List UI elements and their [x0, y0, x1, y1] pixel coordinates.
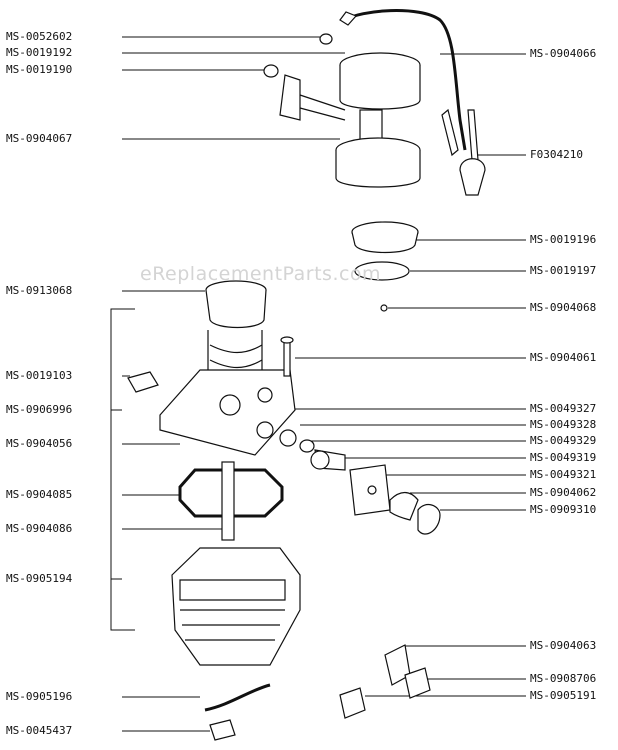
bracket-plate [279, 74, 301, 121]
head-body [339, 65, 421, 110]
label-ms-0049319: MS-0049319 [530, 451, 597, 464]
label-ms-0049327: MS-0049327 [530, 402, 597, 415]
fitting-a [256, 421, 274, 439]
octagon-gasket [178, 468, 284, 518]
label-f0304210: F0304210 [530, 148, 583, 161]
label-ms-0019197: MS-0019197 [530, 264, 597, 277]
o-ring-small [319, 33, 333, 45]
head-lower [335, 150, 421, 188]
label-ms-0045437: MS-0045437 [6, 724, 73, 737]
pipe-nut [339, 11, 358, 26]
label-ms-0904061: MS-0904061 [530, 351, 597, 364]
screw-long [283, 339, 291, 377]
pipe-tip [441, 108, 459, 157]
label-ms-0049328: MS-0049328 [530, 418, 597, 431]
label-ms-0908706: MS-0908706 [530, 672, 597, 685]
fitting-c [299, 439, 315, 453]
label-ms-0904085: MS-0904085 [6, 488, 73, 501]
label-ms-0906996: MS-0906996 [6, 403, 73, 416]
cable [204, 683, 271, 712]
label-ms-0049321: MS-0049321 [530, 468, 597, 481]
watermark: eReplacementParts.com [140, 263, 382, 285]
clip-left [127, 371, 159, 393]
label-ms-0019196: MS-0019196 [530, 233, 597, 246]
label-ms-0909310: MS-0909310 [530, 503, 597, 516]
label-ms-0019190: MS-0019190 [6, 63, 73, 76]
tube [221, 461, 235, 541]
label-ms-0019192: MS-0019192 [6, 46, 73, 59]
screw-small [380, 304, 388, 312]
switch-c [339, 687, 366, 719]
knob-ring [417, 503, 441, 535]
o-ring [263, 64, 279, 78]
switch-b [404, 667, 431, 699]
label-ms-0904068: MS-0904068 [530, 301, 597, 314]
label-ms-0904063: MS-0904063 [530, 639, 597, 652]
label-ms-0905191: MS-0905191 [530, 689, 597, 702]
label-ms-0019103: MS-0019103 [6, 369, 73, 382]
froth-nozzle [459, 158, 486, 196]
fitting-b [279, 429, 297, 447]
filter-disc [354, 261, 410, 281]
connector [209, 719, 236, 741]
clamp [389, 491, 419, 521]
label-ms-0052602: MS-0052602 [6, 30, 73, 43]
steam-pipe [344, 9, 467, 151]
label-ms-0905196: MS-0905196 [6, 690, 73, 703]
label-ms-0905194: MS-0905194 [6, 572, 73, 585]
group-bracket [110, 308, 135, 631]
label-ms-0904086: MS-0904086 [6, 522, 73, 535]
label-ms-0904056: MS-0904056 [6, 437, 73, 450]
label-ms-0904062: MS-0904062 [530, 486, 597, 499]
label-ms-0904066: MS-0904066 [530, 47, 597, 60]
label-ms-0904067: MS-0904067 [6, 132, 73, 145]
tank [171, 547, 301, 666]
label-ms-0049329: MS-0049329 [530, 434, 597, 447]
label-ms-0913068: MS-0913068 [6, 284, 73, 297]
